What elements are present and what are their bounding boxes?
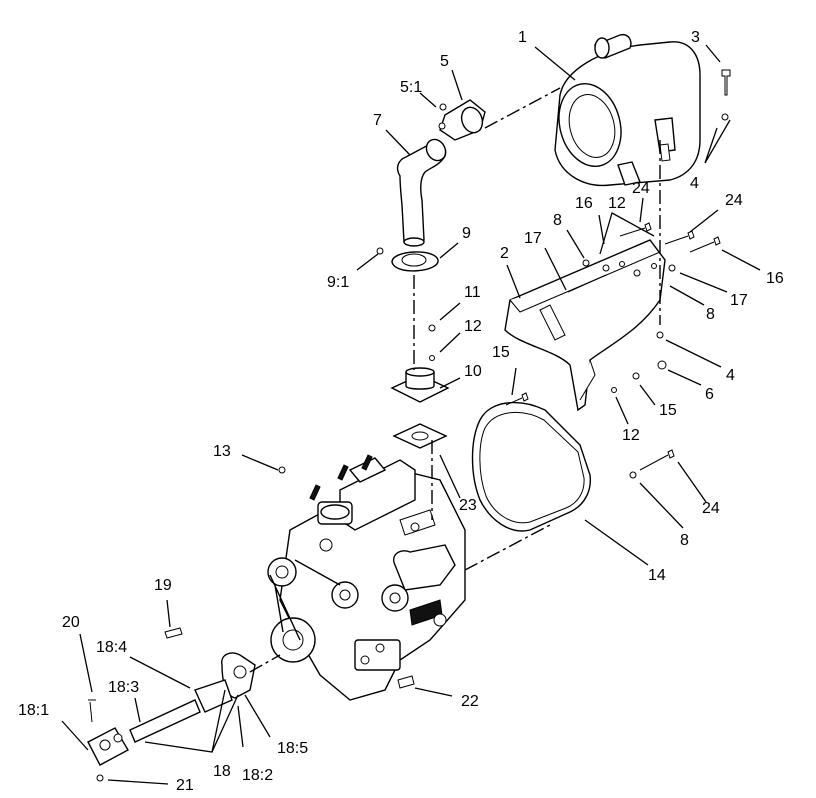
callout-4-mid: 4 [726,367,735,384]
callout-18-1: 18:1 [18,702,49,719]
callout-11: 11 [464,284,481,301]
callout-9-1: 9:1 [327,274,349,291]
exhaust-gasket [392,423,448,449]
callout-5: 5 [440,53,449,70]
callout-18-2: 18:2 [242,767,273,784]
washer-12 [429,355,435,361]
exhaust-flange [438,99,486,141]
callout-24-top: 24 [632,180,650,197]
callout-17-left: 17 [524,230,542,247]
callout-18-3: 18:3 [108,679,139,696]
callout-24-right: 24 [725,192,743,209]
callout-17-right: 17 [730,292,748,309]
callout-2: 2 [500,245,509,262]
callout-20: 20 [62,614,80,631]
exhaust-adapter [390,367,450,403]
callout-6: 6 [705,386,714,403]
exhaust-clamp [376,247,439,272]
callout-19: 19 [154,577,172,594]
callout-24-low: 24 [702,500,720,517]
engine-block [267,454,466,701]
callout-3: 3 [691,29,700,46]
driveline-assembly [87,627,256,782]
callout-14: 14 [648,567,666,584]
callout-1: 1 [518,29,527,46]
callout-12-mid: 12 [464,318,482,335]
callout-13: 13 [213,443,231,460]
muffler [554,33,701,187]
callout-10: 10 [464,363,482,380]
callout-12-low: 12 [622,427,640,444]
callout-5-1: 5:1 [400,79,422,96]
fan-shroud [471,401,592,532]
callout-8-mid: 8 [706,306,715,323]
muffler-bracket [504,239,666,412]
callout-21: 21 [176,777,194,794]
callout-labels: 1 3 5 5:1 7 4 24 24 16 12 8 17 9 2 16 9:… [18,29,784,794]
callout-16-left: 16 [575,195,593,212]
callout-15-mid: 15 [659,402,677,419]
assembly-centerlines [249,87,661,673]
callout-16-right: 16 [766,270,784,287]
callout-18-5: 18:5 [277,740,308,757]
hardware [278,69,731,689]
leader-lines [61,44,761,785]
callout-18-4: 18:4 [96,639,127,656]
callout-4-top: 4 [690,175,699,192]
callout-8-top: 8 [553,212,562,229]
callout-12-top: 12 [608,195,626,212]
callout-23: 23 [459,497,477,514]
callout-22: 22 [461,693,479,710]
nut-11 [428,324,436,332]
callout-18: 18 [213,763,231,780]
callout-9: 9 [462,225,471,242]
exhaust-tailpipe [396,138,447,247]
callout-8-low: 8 [680,532,689,549]
callout-15-top: 15 [492,344,510,361]
callout-7: 7 [373,112,382,129]
